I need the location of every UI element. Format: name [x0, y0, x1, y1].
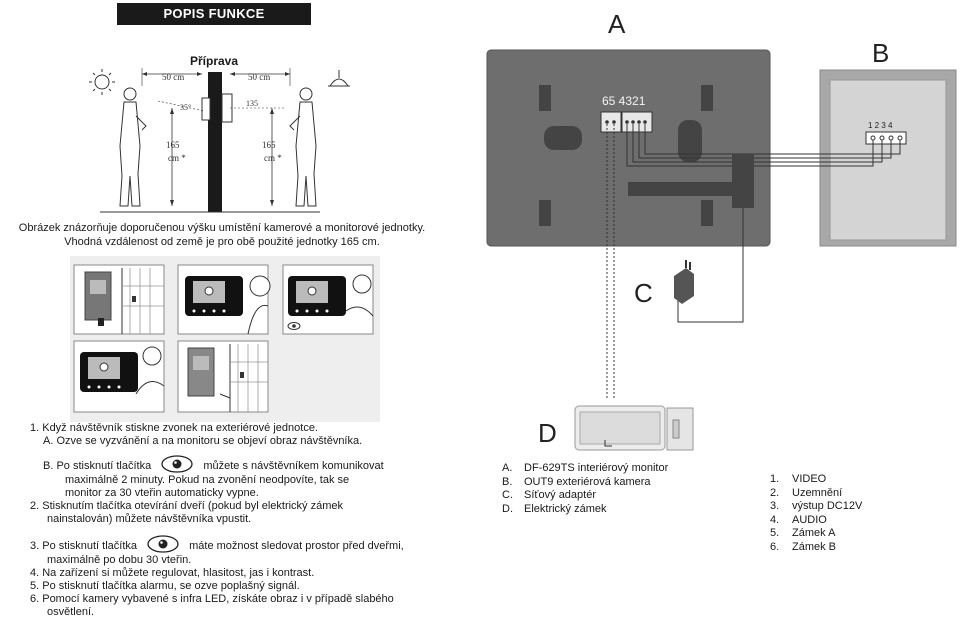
label-c: C: [634, 278, 653, 308]
pin-legend-item: 1.VIDEO: [770, 473, 827, 485]
device-legend-item: D.Elektrický zámek: [502, 502, 607, 515]
eye-icon: [287, 322, 301, 330]
step-3-pre: 3. Po stisknutí tlačítka: [30, 540, 137, 552]
dist-right-label: 50 cm: [248, 72, 270, 82]
device-legend-item: C.Síťový adaptér: [502, 489, 596, 501]
step-1b-line3: monitor za 30 vteřin automaticky vypne.: [65, 487, 259, 499]
instruction-steps: 1. Když návštěvník stiskne zvonek na ext…: [30, 422, 434, 619]
person-left: [119, 87, 147, 207]
step-1b-pre: B. Po stisknutí tlačítka: [43, 460, 152, 472]
adapter-c: [674, 260, 694, 304]
height-left-value: 165: [166, 140, 180, 150]
step-1b: B. Po stisknutí tlačítka můžete s návště…: [30, 454, 434, 474]
panel-doorbell-press: [73, 264, 165, 335]
step-1b-line2: maximálně 2 minuty. Pokud na zvonění neo…: [65, 474, 350, 486]
pin-legend-item: 5.Zámek A: [770, 527, 836, 539]
monitor-a: 65 4321: [486, 49, 771, 247]
sun-icon: [89, 69, 115, 95]
ceiling-lamp-icon: [328, 70, 350, 87]
angle-right-label: 135: [246, 99, 258, 108]
panel-monitor-talk: [282, 264, 374, 335]
pin-legend-item: 3.výstup DC12V: [770, 500, 863, 512]
wall: [208, 72, 222, 212]
electric-lock-d: [574, 405, 694, 451]
panel-door-open: [177, 340, 269, 413]
step-1: 1. Když návštěvník stiskne zvonek na ext…: [30, 422, 318, 434]
step-2-line1: 2. Stisknutím tlačítka otevírání dveří (…: [30, 500, 344, 512]
step-1b-post: můžete s návštěvníkem komunikovat: [203, 460, 384, 472]
eye-icon: [147, 535, 179, 553]
label-a: A: [608, 9, 626, 39]
height-right-unit: cm *: [264, 153, 282, 163]
preparation-caption: Obrázek znázorňuje doporučenou výšku umí…: [0, 221, 444, 249]
step-3: 3. Po stisknutí tlačítka máte možnost sl…: [30, 534, 434, 554]
step-6-line2: osvětlení.: [47, 606, 95, 618]
pin-legend-item: 4.AUDIO: [770, 513, 827, 526]
angle-left-label: 35°: [180, 103, 191, 112]
panel-monitor-ring: [177, 264, 271, 335]
preparation-title: Příprava: [190, 54, 239, 68]
height-right-value: 165: [262, 140, 276, 150]
step-4: 4. Na zařízení si můžete regulovat, hlas…: [30, 567, 315, 579]
pin-legend-item: 2.Uzemnění: [770, 486, 843, 499]
pins-a-label: 65 4321: [602, 94, 646, 108]
dist-left-label: 50 cm: [162, 72, 184, 82]
step-1a: A. Ozve se vyzvánění a na monitoru se ob…: [43, 435, 363, 447]
camera-unit: [201, 97, 211, 121]
label-d: D: [538, 418, 557, 448]
label-b: B: [872, 38, 889, 68]
wiring-diagram: A B C D 65 4321 1 2 3 4: [486, 9, 957, 451]
height-illustration: 50 cm 50 cm 35° 135 165 cm * 165 cm *: [89, 68, 350, 213]
caption-line-2: Vhodná vzdálenost od země je pro obě pou…: [64, 236, 380, 248]
section-header: POPIS FUNKCE: [117, 3, 311, 25]
device-legend-item: B.OUT9 exteriérová kamera: [502, 475, 651, 488]
step-3-post: máte možnost sledovat prostor před dveřm…: [189, 540, 404, 552]
usage-illustrations: [70, 256, 380, 422]
pins-b-label: 1 2 3 4: [868, 121, 893, 130]
step-5: 5. Po stisknutí tlačítka alarmu, se ozve…: [30, 580, 300, 592]
pin-legend-item: 6.Zámek B: [770, 540, 837, 553]
step-3-line2: maximálně po dobu 30 vteřin.: [47, 554, 192, 566]
eye-icon: [161, 455, 193, 473]
pin-legend: 1.VIDEO 2.Uzemnění 3.výstup DC12V 4.AUDI…: [770, 473, 920, 554]
device-legend: A.DF-629TS interiérový monitor B.OUT9 ex…: [502, 462, 742, 516]
device-legend-item: A.DF-629TS interiérový monitor: [502, 462, 669, 474]
panel-monitor-unlock: [73, 340, 165, 413]
person-right: [289, 87, 317, 207]
caption-line-1: Obrázek znázorňuje doporučenou výšku umí…: [18, 222, 426, 234]
height-left-unit: cm *: [168, 153, 186, 163]
step-6-line1: 6. Pomocí kamery vybavené s infra LED, z…: [30, 593, 394, 605]
step-2-line2: nainstalován) můžete návštěvníka vpustit…: [47, 513, 252, 525]
